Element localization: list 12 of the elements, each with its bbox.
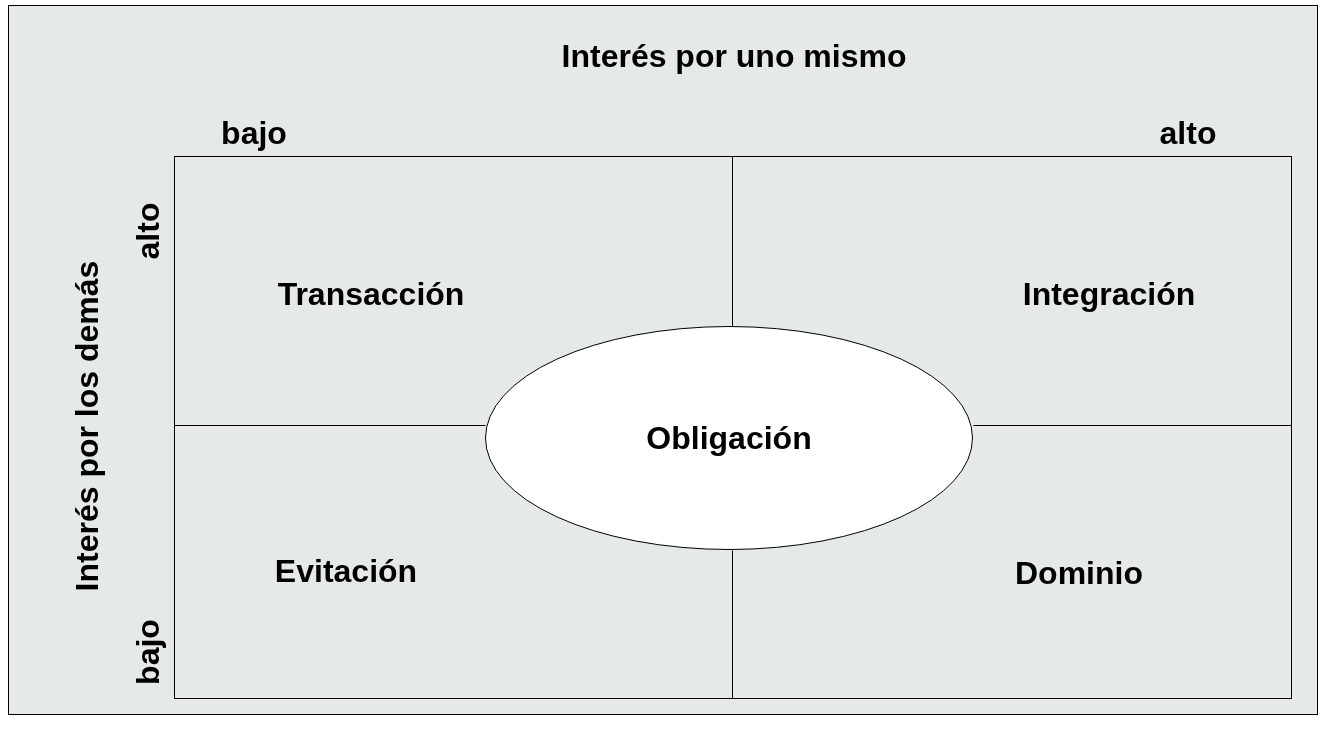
axis-title: Interés por los demás bbox=[68, 260, 106, 592]
quadrant-label: Evitación bbox=[274, 552, 418, 590]
axis-level-label: alto bbox=[129, 202, 167, 260]
axis-level-label: bajo bbox=[129, 619, 167, 685]
quadrant-label: Dominio bbox=[1015, 554, 1143, 592]
axis-level-label: bajo bbox=[221, 114, 287, 152]
quadrant-label: Integración bbox=[1022, 275, 1196, 313]
ellipse-label: Obligación bbox=[646, 419, 812, 457]
axis-level-label: alto bbox=[1159, 114, 1217, 152]
axis-title: Interés por uno mismo bbox=[561, 37, 907, 75]
ellipse-shape bbox=[485, 326, 973, 550]
quadrant-label: Transacción bbox=[277, 275, 465, 313]
